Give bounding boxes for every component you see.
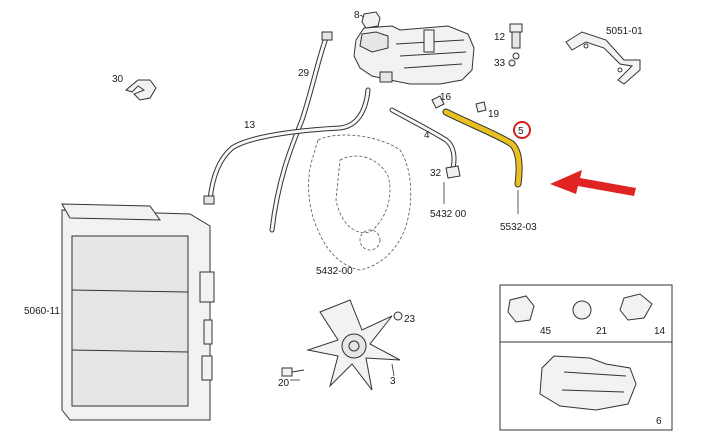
fan-nut-23[interactable] — [393, 311, 403, 321]
clamp-32[interactable] — [445, 165, 461, 179]
leader-lines — [290, 182, 519, 381]
hose-5-highlighted[interactable] — [442, 108, 523, 188]
label-5532-03: 5532-03 — [500, 222, 537, 233]
clamp-19[interactable] — [475, 101, 487, 113]
hose-29[interactable] — [269, 31, 333, 233]
callout-circle — [513, 121, 531, 139]
label-14: 14 — [654, 326, 666, 337]
label-30: 30 — [112, 74, 124, 85]
red-arrow-icon — [550, 170, 636, 196]
label-5051-01: 5051-01 — [606, 26, 643, 37]
tank-bracket[interactable] — [565, 31, 641, 85]
label-23: 23 — [404, 314, 416, 325]
label-5: 5 — [518, 126, 524, 137]
label-5432-00-a: 5432 00 — [430, 209, 467, 220]
expansion-tank[interactable] — [353, 25, 475, 85]
label-4: 4 — [424, 130, 430, 141]
clamp-16[interactable] — [431, 95, 445, 109]
label-16: 16 — [440, 92, 452, 103]
label-8: 8 — [354, 10, 360, 21]
label-5060-11: 5060-11 — [24, 306, 60, 317]
label-3: 3 — [390, 376, 396, 387]
label-33: 33 — [494, 58, 506, 69]
label-12: 12 — [494, 32, 506, 43]
hose-clip[interactable] — [124, 79, 157, 101]
radiator[interactable] — [61, 203, 215, 421]
label-45: 45 — [540, 326, 552, 337]
label-21: 21 — [596, 326, 608, 337]
inset-part-14[interactable] — [619, 293, 653, 321]
hose-4[interactable] — [389, 107, 457, 175]
hose-13[interactable] — [203, 87, 371, 205]
inset-part-45[interactable] — [507, 295, 535, 323]
label-29: 29 — [298, 68, 310, 79]
label-6: 6 — [656, 416, 662, 427]
label-20: 20 — [278, 378, 290, 389]
engine-outline — [308, 134, 412, 271]
label-19: 19 — [488, 109, 500, 120]
label-5432-00-b: 5432-00 — [316, 266, 353, 277]
inset-part-21[interactable] — [572, 300, 592, 320]
label-32: 32 — [430, 168, 442, 179]
fan-bolt-20[interactable] — [281, 367, 305, 377]
level-sensor[interactable] — [508, 23, 523, 67]
label-13: 13 — [244, 120, 256, 131]
filler-cap[interactable] — [359, 11, 381, 29]
inset-tank[interactable] — [539, 355, 637, 411]
cooling-fan[interactable] — [306, 299, 401, 391]
